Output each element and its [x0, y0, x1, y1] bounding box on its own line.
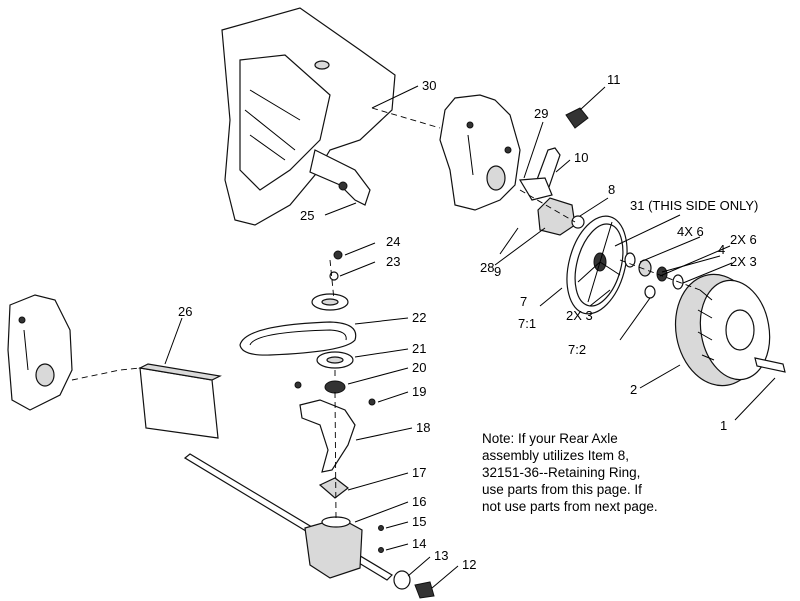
callout-7: 7 [520, 294, 527, 309]
drive-shaft-gearbox [183, 453, 435, 599]
callout-26: 26 [178, 304, 192, 319]
pulley-belt [239, 250, 357, 394]
callout-13: 13 [434, 548, 448, 563]
callout-4: 4 [718, 242, 725, 257]
callout-2: 2 [630, 382, 637, 397]
drive-cover-26-edge [138, 363, 222, 381]
gear-bracket [294, 381, 376, 473]
callout-25: 25 [300, 208, 314, 223]
callout-2x6: 2X 6 [730, 232, 757, 247]
callout-2x3-left: 2X 3 [566, 308, 593, 323]
callout-14: 14 [412, 536, 426, 551]
callout-28: 28 [480, 260, 494, 275]
rear-bracket-right [439, 94, 521, 211]
height-lever [518, 107, 589, 201]
callout-7-2: 7:2 [568, 342, 586, 357]
note-line-2: assembly utilizes Item 8, [482, 448, 630, 463]
note-line-1: Note: If your Rear Axle [482, 431, 618, 446]
left-side-cover [7, 294, 73, 411]
callout-15: 15 [412, 514, 426, 529]
callout-17: 17 [412, 465, 426, 480]
callout-24: 24 [386, 234, 400, 249]
callout-16: 16 [412, 494, 426, 509]
note-line-3: 32151-36--Retaining Ring, [482, 465, 641, 480]
callout-21: 21 [412, 341, 426, 356]
rear-wheel [674, 273, 786, 387]
callout-12: 12 [462, 557, 476, 572]
callout-23: 23 [386, 254, 400, 269]
callout-9: 9 [494, 264, 501, 279]
washers [624, 252, 684, 299]
callout-7-1: 7:1 [518, 316, 536, 331]
plate-17 [318, 477, 349, 499]
note-line-4: use parts from this page. If [482, 482, 642, 497]
callout-2x3-right: 2X 3 [730, 254, 757, 269]
rear-housing [221, 7, 396, 226]
callout-31: 31 (THIS SIDE ONLY) [630, 198, 758, 213]
callout-labels: 30 11 29 10 8 31 (THIS SIDE ONLY) 4X 6 2… [178, 72, 758, 572]
callout-1: 1 [720, 418, 727, 433]
callout-18: 18 [416, 420, 430, 435]
wheel-gear [566, 215, 628, 315]
rear-axle-note: Note: If your Rear Axle assembly utilize… [482, 430, 722, 515]
callout-20: 20 [412, 360, 426, 375]
note-line-5: not use parts from next page. [482, 499, 658, 514]
callout-8: 8 [608, 182, 615, 197]
callout-19: 19 [412, 384, 426, 399]
callout-10: 10 [574, 150, 588, 165]
assembly-lines [71, 107, 701, 519]
leader-lines [164, 85, 776, 589]
callout-22: 22 [412, 310, 426, 325]
callout-11: 11 [607, 72, 621, 87]
bushing-8 [571, 215, 585, 229]
callout-4x6: 4X 6 [677, 224, 704, 239]
callout-30: 30 [422, 78, 436, 93]
callout-29: 29 [534, 106, 548, 121]
